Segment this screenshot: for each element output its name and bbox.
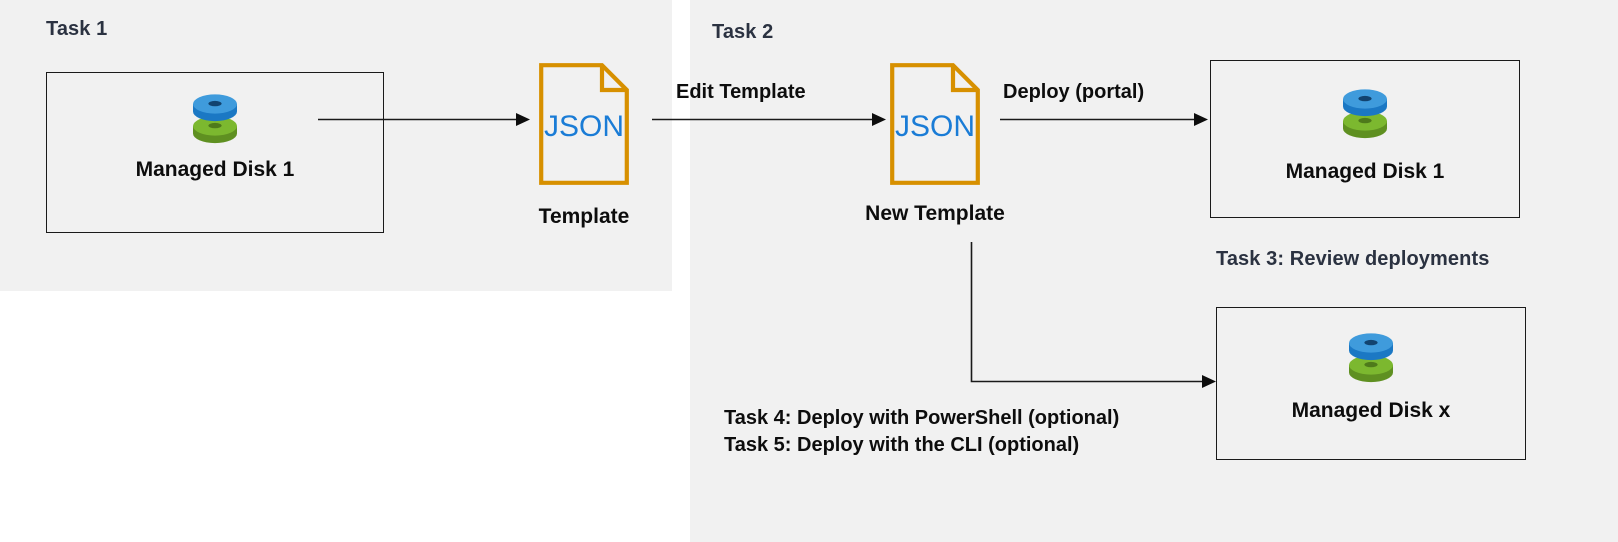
- managed-disk-1-left-box: [46, 72, 384, 233]
- edge-label-edit-template: Edit Template: [676, 81, 806, 103]
- edge-template-to-new-template: [652, 108, 888, 132]
- edge-new-template-to-managed-disk-x: [962, 240, 1218, 400]
- managed-disk-icon: [1343, 330, 1399, 388]
- task1-label: Task 1: [46, 18, 108, 40]
- edge-label-deploy-portal: Deploy (portal): [1003, 81, 1145, 103]
- managed-disk-1-right-caption: Managed Disk 1: [1285, 160, 1445, 183]
- managed-disk-icon: [187, 91, 243, 149]
- task5-annotation: Task 5: Deploy with the CLI (optional): [724, 434, 1080, 456]
- json-document-icon: JSON: [538, 62, 630, 186]
- new-template-caption: New Template: [865, 202, 1005, 225]
- managed-disk-1-left-caption: Managed Disk 1: [135, 158, 295, 181]
- json-icon-text: JSON: [544, 110, 624, 143]
- managed-disk-x-caption: Managed Disk x: [1291, 399, 1451, 422]
- json-document-icon: JSON: [889, 62, 981, 186]
- managed-disk-1-right-box: [1210, 60, 1520, 218]
- task3-annotation: Task 3: Review deployments: [1216, 248, 1490, 270]
- edge-disk-to-template: [318, 108, 532, 132]
- edge-new-template-to-managed-disk-1: [1000, 108, 1210, 132]
- task1-panel-background: [0, 0, 672, 291]
- task2-label: Task 2: [712, 21, 774, 43]
- template-caption: Template: [538, 205, 630, 228]
- managed-disk-icon: [1337, 86, 1393, 144]
- managed-disk-x-box: [1216, 307, 1526, 460]
- json-icon-text: JSON: [895, 110, 975, 143]
- task2-panel-background: [690, 0, 1618, 542]
- task4-annotation: Task 4: Deploy with PowerShell (optional…: [724, 407, 1120, 429]
